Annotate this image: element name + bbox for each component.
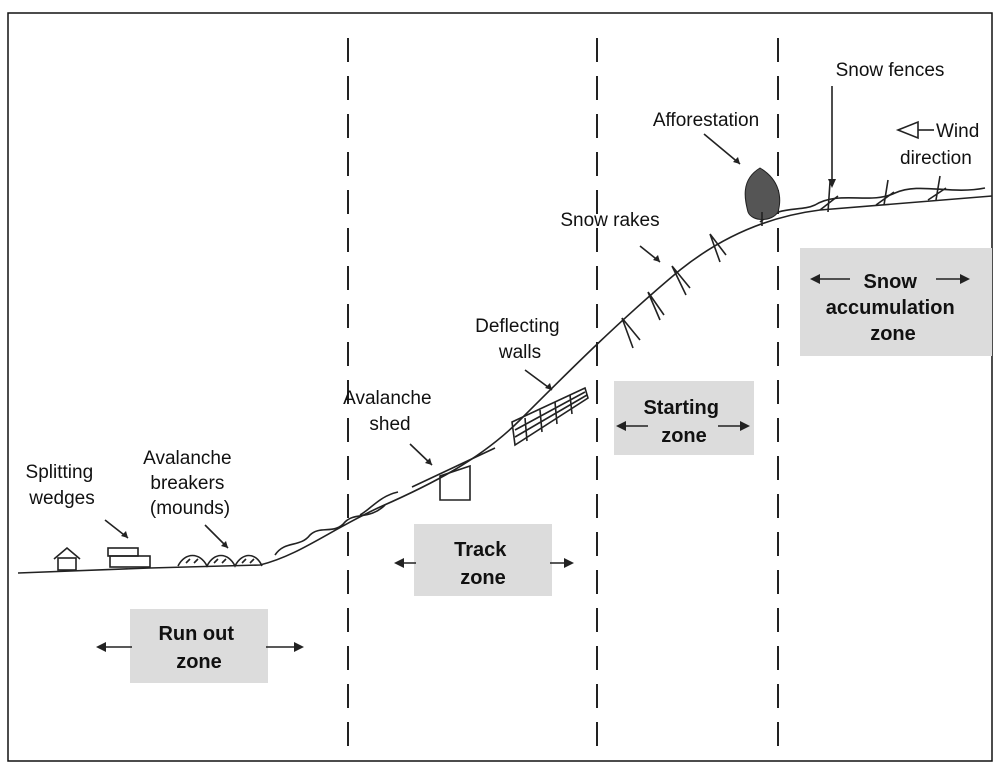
wind-arrow-icon: [895, 120, 934, 140]
tree-icon: [744, 167, 781, 226]
house-icon: [53, 546, 81, 571]
zone-boundaries: [347, 38, 779, 755]
snow-rakes-label: Snow rakes: [560, 210, 659, 231]
avalanche-mounds: [177, 554, 263, 568]
afforestation-label: Afforestation: [653, 110, 759, 131]
avalanche-shed-structure: [411, 447, 496, 501]
wind-direction-label: Wind direction: [900, 121, 985, 169]
snow-deposits: [274, 187, 986, 556]
accumulation-zone-label: Snow accumulation zone: [826, 271, 960, 345]
avalanche-breakers-label: Avalanche breakers (mounds): [143, 448, 237, 519]
zone-arrows: [96, 274, 970, 652]
run-out-zone-box: [130, 609, 268, 683]
track-zone-label: Track zone: [454, 539, 512, 589]
avalanche-shed-label: Avalanche shed: [343, 388, 437, 435]
pointer-lines: [104, 86, 836, 549]
snow-rakes: [621, 233, 727, 349]
deflecting-wall-structure: [511, 386, 589, 447]
starting-zone-box: [614, 381, 754, 455]
starting-zone-label: Starting zone: [643, 397, 724, 447]
deflecting-walls-label: Deflecting walls: [475, 316, 565, 363]
splitting-wedges-label: Splitting wedges: [26, 462, 99, 509]
accumulation-zone-box: [800, 248, 992, 356]
snow-fences-label: Snow fences: [836, 60, 945, 81]
run-out-zone-label: Run out zone: [158, 623, 239, 673]
track-zone-box: [414, 524, 552, 596]
snow-fences: [819, 175, 947, 213]
splitting-wedge-structure: [107, 547, 151, 568]
slope-profile: [17, 195, 993, 574]
